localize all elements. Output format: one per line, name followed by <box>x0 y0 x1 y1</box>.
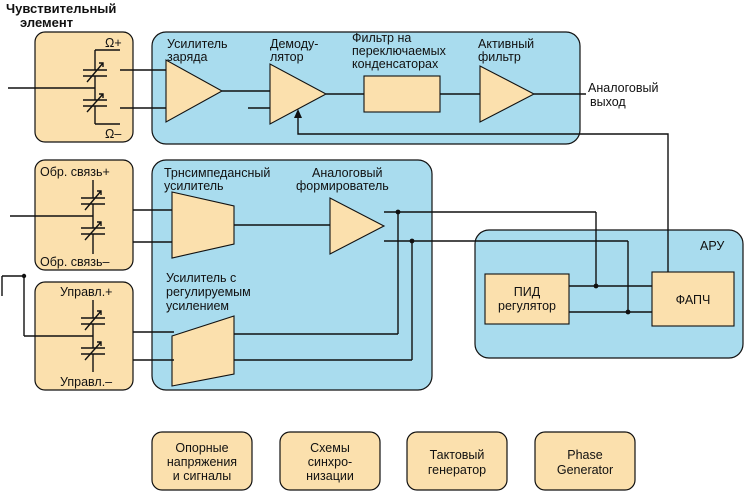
pll-block <box>651 271 735 327</box>
shaper-label-2: формирователь <box>296 179 389 193</box>
phase-gen-label-2: Generator <box>557 463 613 477</box>
analog-output-label-1: Аналоговый <box>588 81 658 95</box>
active-filter-label-2: фильтр <box>478 50 521 64</box>
shaper-label-1: Аналоговый <box>312 166 382 180</box>
feedback-plus-label: Обр. связь+ <box>40 165 110 179</box>
analog-shaper <box>329 197 386 255</box>
sync-label-1: Схемы <box>310 441 350 455</box>
sync-label-2: синхро- <box>308 455 352 469</box>
filter-label-3: конденсаторах <box>352 57 439 71</box>
tia-label-2: усилитель <box>164 179 224 193</box>
sensor-title-line2: элемент <box>20 15 73 30</box>
pid-label-1: ПИД <box>514 285 541 299</box>
clock-label-2: генератор <box>428 463 486 477</box>
sensor-element-box <box>34 31 134 143</box>
charge-amp-label-1: Усилитель <box>167 37 228 51</box>
transimpedance-amplifier <box>171 191 235 259</box>
agc-title: АРУ <box>700 239 724 253</box>
ground-symbol <box>1 273 27 336</box>
reference-label-3: и сигналы <box>173 469 231 483</box>
filter-label-1: Фильтр на <box>352 31 411 45</box>
clock-label-1: Тактовый <box>430 448 485 462</box>
analog-output-label-2: выход <box>590 95 626 109</box>
reference-voltages-block <box>151 431 253 491</box>
vga-label-3: усилением <box>166 299 229 313</box>
vga-label-2: регулируемым <box>166 285 251 299</box>
tia-label-1: Трнсимпедансный <box>164 166 270 180</box>
pid-label-2: регулятор <box>498 299 556 313</box>
phase-generator-block <box>534 431 636 491</box>
phase-gen-label-1: Phase <box>567 448 602 462</box>
control-plus-label: Управл.+ <box>60 285 112 299</box>
sync-label-3: низации <box>306 469 354 483</box>
active-filter <box>479 65 536 123</box>
variable-gain-amplifier <box>171 315 235 387</box>
reference-label-1: Опорные <box>175 441 228 455</box>
vga-label-1: Усилитель с <box>166 271 236 285</box>
active-filter-label-1: Активный <box>478 37 534 51</box>
pll-label: ФАПЧ <box>676 293 711 307</box>
pid-regulator <box>484 273 570 325</box>
demod-label-1: Демоду- <box>270 37 318 51</box>
demod-ref-arrow <box>294 109 302 118</box>
demod-label-2: лятор <box>270 50 304 64</box>
control-minus-label: Управл.– <box>60 375 112 389</box>
omega-plus-label: Ω+ <box>105 36 122 50</box>
reference-label-2: напряжения <box>167 455 237 469</box>
charge-amplifier <box>165 59 224 123</box>
switched-cap-filter <box>363 75 441 113</box>
sensor-title-line1: Чувствительный <box>6 1 116 16</box>
charge-amp-label-2: заряда <box>167 50 208 64</box>
feedback-minus-label: Обр. связь– <box>40 255 110 269</box>
sync-circuits-block <box>279 431 381 491</box>
omega-minus-label: Ω– <box>105 127 121 141</box>
clock-generator-block <box>406 431 508 491</box>
filter-label-2: переключаемых <box>352 44 447 58</box>
feedback-element-box <box>34 159 134 271</box>
